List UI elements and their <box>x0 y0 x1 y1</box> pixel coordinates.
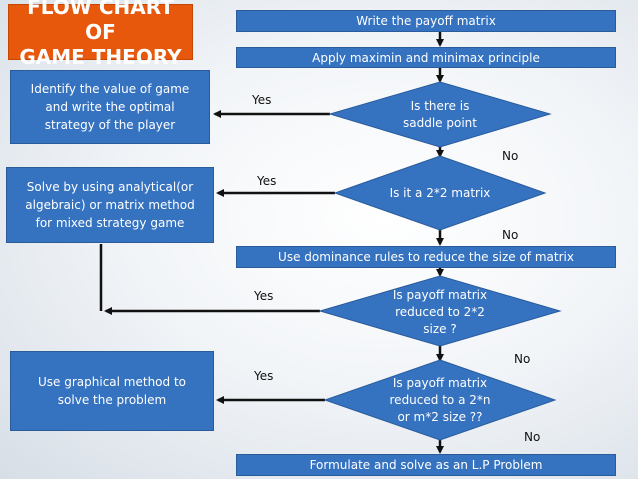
label-no-reduced-2xn: No <box>524 430 541 444</box>
diamond-saddle <box>328 81 552 148</box>
outcome-analytical-method: Solve by using analytical(or algebraic) … <box>6 167 214 243</box>
outcome-analytical-line1: Solve by using analytical(or <box>26 180 194 194</box>
step-write-label: Write the payoff matrix <box>356 14 496 28</box>
decision-2x2-line1: Is it a 2*2 matrix <box>389 185 491 200</box>
outcome-graphical-line2: solve the problem <box>57 393 167 407</box>
label-yes-2x2: Yes <box>257 174 277 188</box>
decision-saddle-line1: Is there is <box>410 99 470 113</box>
outcome-graphical-method: Use graphical method to solve the proble… <box>10 351 214 431</box>
outcome-analytical-line3: for mixed strategy game <box>35 216 185 230</box>
diamond-reduced-2x2 <box>318 275 562 347</box>
title-line-2: GAME THEORY <box>19 44 182 69</box>
step-formulate-lp: Formulate and solve as an L.P Problem <box>236 454 616 476</box>
decision-saddle-text: Is there is saddle point <box>380 90 500 140</box>
decision-reduced-2xn-text: Is payoff matrix reduced to a 2*n or m*2… <box>375 372 505 428</box>
step-dominance-label: Use dominance rules to reduce the size o… <box>278 250 574 264</box>
outcome-analytical-line2: algebraic) or matrix method <box>25 198 195 212</box>
label-no-2x2: No <box>502 228 519 242</box>
outcome-optimal-line1: Identify the value of game <box>30 82 190 96</box>
step-write-payoff-matrix: Write the payoff matrix <box>236 10 616 32</box>
diamond-2x2 <box>333 155 547 231</box>
title-line-1: FLOW CHART OF <box>27 0 174 44</box>
outcome-optimal-line3: strategy of the player <box>44 118 176 132</box>
label-no-saddle: No <box>502 149 519 163</box>
decision-r2n-line1: Is payoff matrix <box>392 375 488 390</box>
outcome-optimal-line2: and write the optimal <box>45 100 175 114</box>
decision-r22-line1: Is payoff matrix <box>392 287 488 302</box>
decision-2x2-text: Is it a 2*2 matrix <box>370 183 510 203</box>
step-apply-principle: Apply maximin and minimax principle <box>236 47 616 68</box>
label-yes-saddle: Yes <box>252 93 272 107</box>
label-yes-reduced-2x2: Yes <box>254 289 274 303</box>
step-dominance-rules: Use dominance rules to reduce the size o… <box>236 246 616 268</box>
label-no-reduced-2x2: No <box>514 352 531 366</box>
decision-r22-line3: size ? <box>423 321 457 336</box>
page-title: FLOW CHART OF GAME THEORY <box>8 0 193 69</box>
decision-r2n-line3: or m*2 size ?? <box>397 409 483 424</box>
decision-r22-line2: reduced to 2*2 <box>395 304 485 319</box>
step-lp-label: Formulate and solve as an L.P Problem <box>309 458 543 472</box>
outcome-graphical-line1: Use graphical method to <box>38 375 186 389</box>
decision-saddle-line2: saddle point <box>403 116 477 130</box>
step-apply-label: Apply maximin and minimax principle <box>312 50 540 65</box>
decision-r2n-line2: reduced to a 2*n <box>389 392 491 407</box>
diamond-reduced-2xn <box>323 359 557 441</box>
outcome-optimal-strategy: Identify the value of game and write the… <box>10 70 210 144</box>
decision-reduced-2x2-text: Is payoff matrix reduced to 2*2 size ? <box>375 284 505 340</box>
label-yes-reduced-2xn: Yes <box>254 369 274 383</box>
